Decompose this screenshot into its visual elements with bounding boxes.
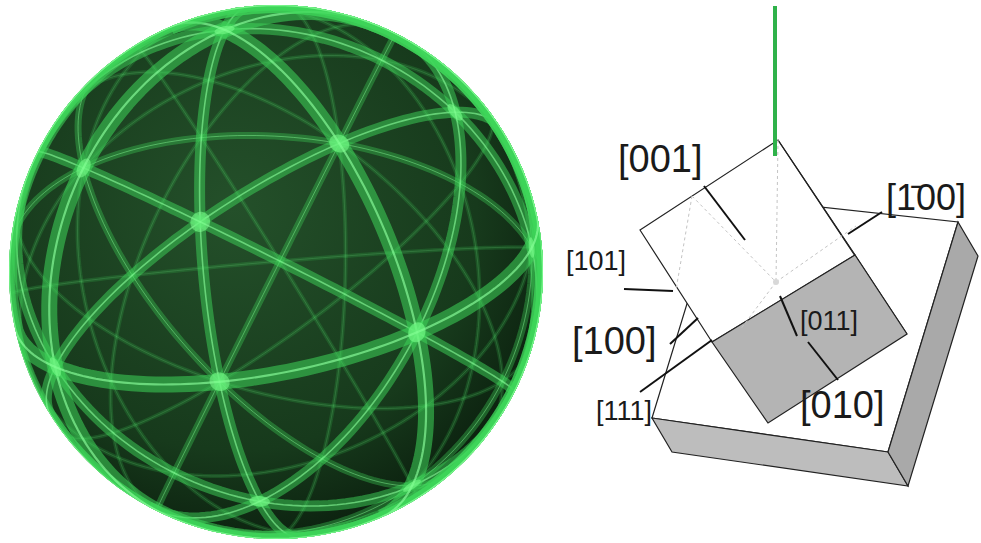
direction-label: [001] <box>618 140 703 178</box>
kikuchi-band-line <box>200 5 543 538</box>
kikuchi-band-line <box>171 5 543 517</box>
zone-axis <box>50 357 62 376</box>
direction-label: [011] <box>800 308 858 335</box>
direction-label: [101] <box>566 248 626 275</box>
cube-face-010 <box>712 255 907 423</box>
leader-line <box>780 296 797 336</box>
crystal-cube <box>640 140 907 423</box>
zone-axis <box>249 496 269 506</box>
beam-line <box>773 6 777 156</box>
kikuchi-band <box>171 5 543 517</box>
leader-line <box>704 186 745 240</box>
hidden-edges <box>676 140 856 330</box>
zone-axis <box>529 237 535 257</box>
direction-label: [010] <box>800 386 885 424</box>
zone-axis <box>147 506 165 515</box>
slab-front <box>652 418 908 486</box>
zone-axis <box>210 372 230 391</box>
kikuchi-band <box>200 5 543 538</box>
zone-axis <box>403 480 421 492</box>
zone-axis <box>447 104 462 120</box>
kikuchi-band <box>9 5 538 384</box>
kikuchi-bands <box>9 5 543 539</box>
zone-axis <box>215 26 235 35</box>
zone-axis <box>190 212 210 232</box>
zone-axis <box>408 322 425 342</box>
direction-label: [1̄00] <box>886 180 966 216</box>
zone-axis <box>76 159 90 178</box>
slab-side <box>888 222 978 486</box>
leader-line <box>624 289 673 291</box>
zone-axis <box>329 135 349 153</box>
direction-label: [100] <box>572 322 657 360</box>
cube-center <box>773 279 779 285</box>
leader-lines <box>624 186 882 392</box>
zone-axis <box>510 383 519 401</box>
leader-line <box>848 212 882 234</box>
leader-line <box>808 342 838 380</box>
leader-line <box>670 318 698 344</box>
kikuchi-band-line <box>9 5 538 384</box>
kikuchi-sphere <box>9 5 543 539</box>
direction-label: [111] <box>596 398 652 425</box>
zone-axis <box>33 143 42 161</box>
